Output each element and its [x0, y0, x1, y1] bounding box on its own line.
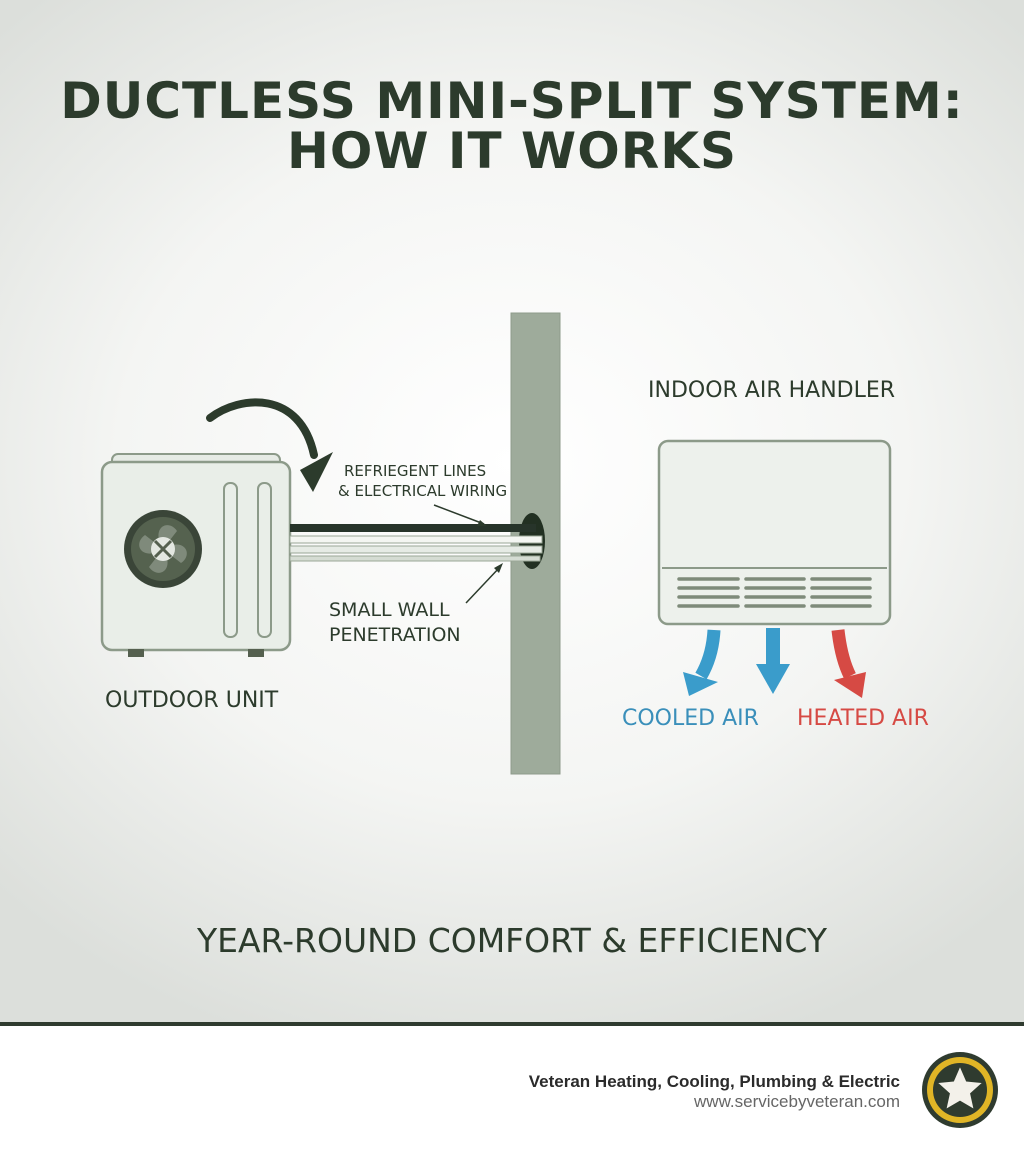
heated-air-label: HEATED AIR: [797, 706, 929, 731]
footer-divider: [0, 1022, 1024, 1026]
electrical-wiring-label: & ELECTRICAL WIRING: [338, 482, 508, 500]
title-line-2: HOW IT WORKS: [287, 122, 737, 180]
fan-icon: [124, 510, 202, 588]
refrigerant-line-set: [289, 513, 545, 569]
heated-air-arrow: [831, 629, 866, 698]
indoor-air-handler-graphic: [657, 439, 892, 626]
pointer-line-wall: [465, 566, 501, 604]
wall-penetration-label-line1: SMALL WALL: [329, 599, 450, 621]
curved-arrow-icon: [206, 398, 318, 459]
tagline: YEAR-ROUND COMFORT & EFFICIENCY: [196, 921, 828, 960]
pointer-line-refrigerant: [433, 504, 485, 525]
indoor-air-handler-label: INDOOR AIR HANDLER: [648, 378, 896, 403]
diagram-graphics: [100, 312, 892, 775]
footer: [0, 1026, 1024, 1154]
refrigerant-lines-label: REFRIEGENT LINES: [344, 462, 487, 480]
cooled-air-arrow-down: [756, 628, 790, 694]
wall-penetration-label-line2: PENETRATION: [329, 624, 461, 646]
title-line-1: DUCTLESS MINI-SPLIT SYSTEM:: [60, 72, 964, 130]
outdoor-unit-graphic: [100, 453, 292, 657]
company-name: Veteran Heating, Cooling, Plumbing & Ele…: [528, 1072, 900, 1091]
cooled-air-arrow-left: [683, 629, 721, 696]
outdoor-unit-label: OUTDOOR UNIT: [105, 688, 279, 713]
cooled-air-label: COOLED AIR: [622, 706, 759, 731]
company-website[interactable]: www.servicebyveteran.com: [694, 1092, 900, 1111]
